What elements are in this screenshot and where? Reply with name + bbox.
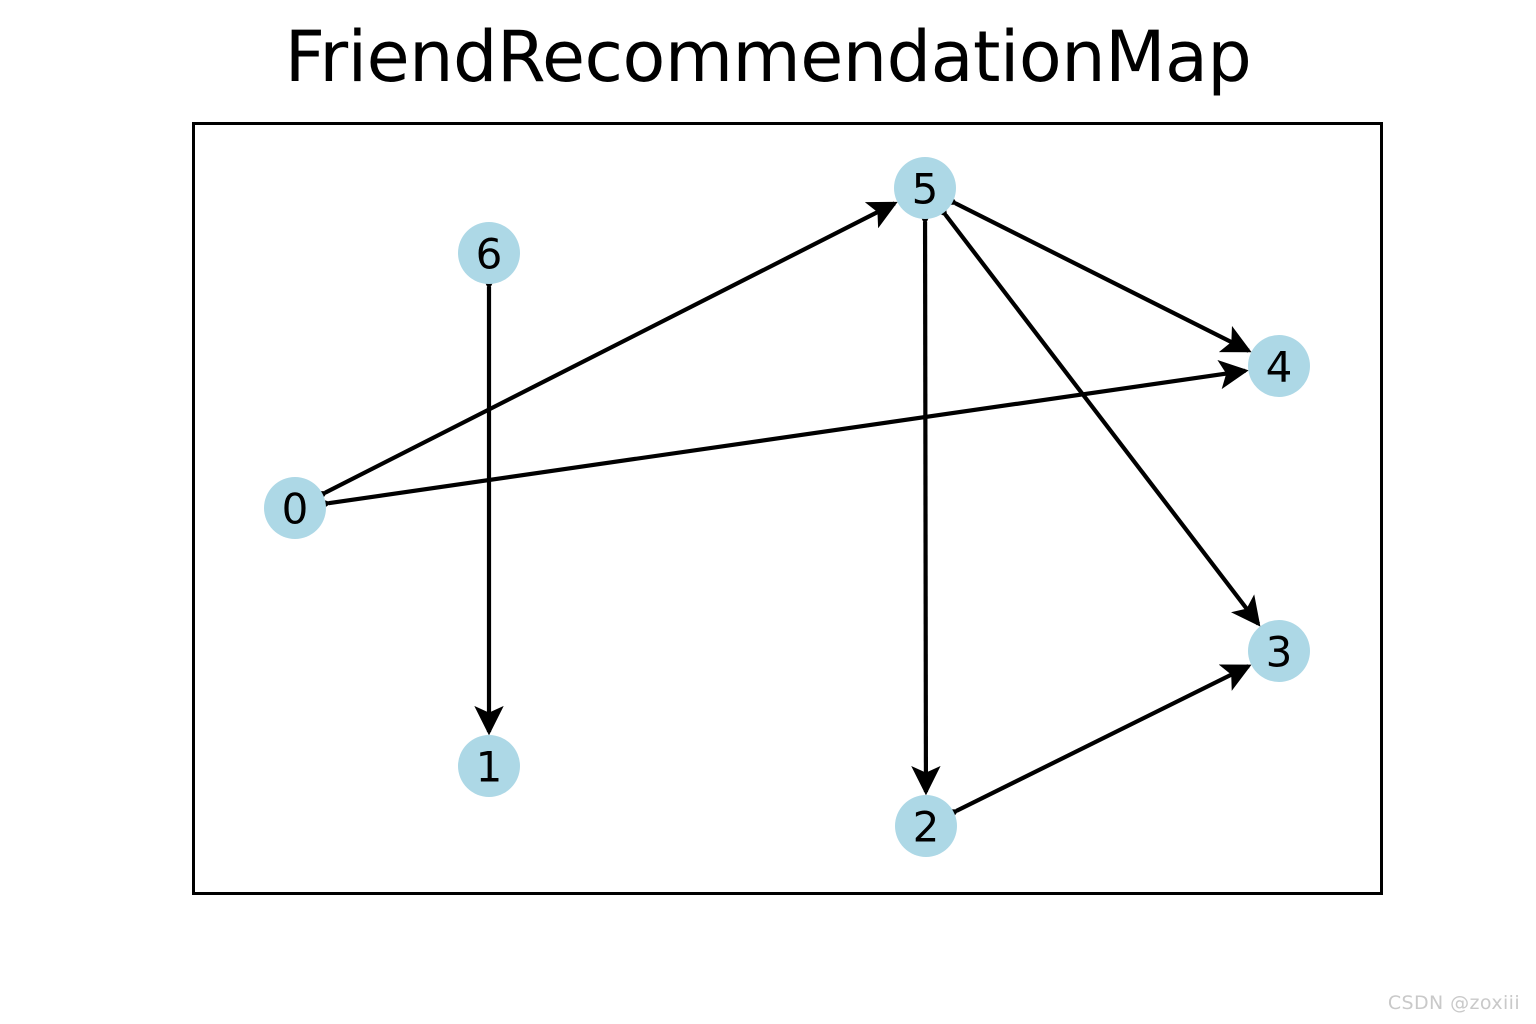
page-title: FriendRecommendationMap xyxy=(284,16,1252,98)
watermark: CSDN @zoxiii xyxy=(1387,992,1520,1014)
graph-frame xyxy=(192,122,1383,895)
